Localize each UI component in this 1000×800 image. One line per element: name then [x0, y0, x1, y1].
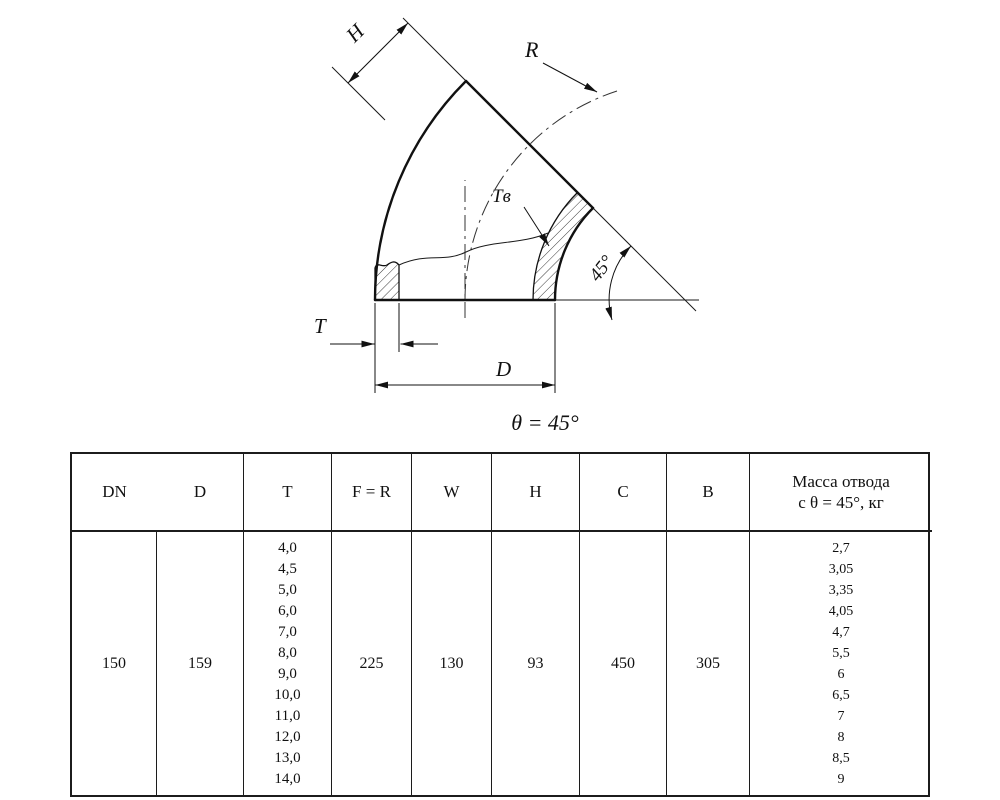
- header-f-r: F = R: [332, 454, 412, 532]
- angle-45-arc: [605, 245, 632, 321]
- header-mass: Масса отвода с θ = 45°, кг: [750, 454, 932, 532]
- header-b: B: [667, 454, 750, 532]
- section-walls: [374, 191, 594, 301]
- dimensions-table: DN D T F = R W H C B Масса отвода с θ = …: [70, 452, 932, 797]
- theta-caption: θ = 45°: [511, 410, 579, 435]
- inclined-end-face: [464, 79, 595, 210]
- centerlines: [464, 90, 618, 318]
- h-dimension-label: H: [340, 18, 370, 48]
- bend-centerline-arc: [464, 90, 618, 301]
- header-d: D: [157, 454, 244, 532]
- d-dimension-label: D: [495, 357, 511, 381]
- outer-arc: [373, 79, 468, 302]
- cell-h: 93: [492, 532, 580, 795]
- r-leader-line: [542, 62, 598, 93]
- angle-45-label: 45°: [585, 251, 618, 285]
- inner-arc: [553, 206, 595, 302]
- elbow-outline: [373, 79, 595, 302]
- cell-c: 450: [580, 532, 667, 795]
- cell-w: 130: [412, 532, 492, 795]
- cell-b: 305: [667, 532, 750, 795]
- header-h: H: [492, 454, 580, 532]
- dimension-lines: [330, 22, 632, 393]
- tv-leader-line: [523, 206, 550, 247]
- elbow-technical-drawing: H R Tв 45° T D θ = 45°: [314, 17, 699, 435]
- inner-bend-wall-section-hatched: [532, 191, 594, 301]
- header-w: W: [412, 454, 492, 532]
- bottom-wall-section-hatched: [374, 261, 400, 301]
- h-dimension-line: [347, 22, 409, 84]
- cell-d: 159: [157, 532, 244, 795]
- header-c: C: [580, 454, 667, 532]
- tv-dimension-label: Tв: [492, 186, 511, 207]
- cell-f-r: 225: [332, 532, 412, 795]
- break-line-wavy: [398, 232, 549, 266]
- h-reference-line: [331, 66, 386, 121]
- cell-dn: 150: [72, 532, 157, 795]
- t-dimension-label: T: [314, 314, 327, 338]
- r-dimension-label: R: [524, 37, 539, 62]
- header-t: T: [244, 454, 332, 532]
- header-dn: DN: [72, 454, 157, 532]
